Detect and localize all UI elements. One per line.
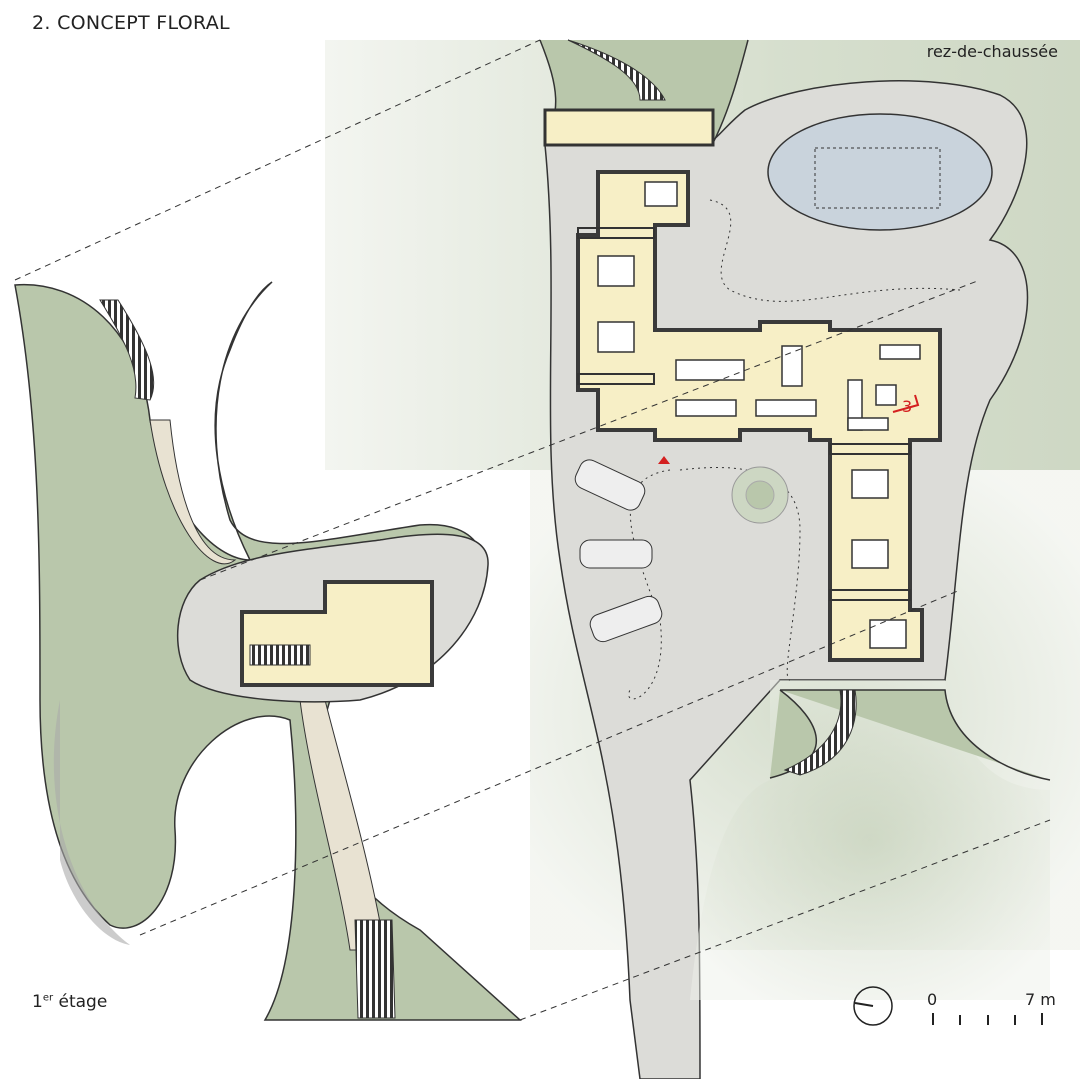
scale-bar: [932, 1013, 1043, 1025]
furniture: [597, 181, 921, 649]
page-title: 2. CONCEPT FLORAL: [32, 12, 230, 34]
ground-floor-plan: 3: [325, 39, 1080, 1079]
scale-start: 0: [927, 990, 938, 1009]
first-floor-plan: [14, 281, 522, 1021]
first-floor-label: 1er étage: [32, 992, 107, 1012]
floor-word: étage: [58, 992, 108, 1012]
stair: [99, 299, 155, 401]
entry-rooms: [543, 108, 715, 147]
stair: [354, 919, 396, 1019]
ground-floor-label: rez-de-chaussée: [926, 42, 1058, 61]
floor-suffix: er: [42, 992, 54, 1004]
entrance-marker-icon: [658, 456, 670, 464]
north-arrow-icon: [853, 986, 893, 1026]
scale-end: 7 m: [1025, 990, 1056, 1009]
parking-spaces: [574, 459, 663, 643]
projection-lines: [14, 39, 1051, 1021]
room-number: 3: [902, 397, 912, 416]
stair: [567, 39, 666, 101]
stair: [249, 644, 311, 666]
wardrobes: [577, 227, 911, 601]
pool: [767, 113, 993, 231]
floor-number: 1: [32, 992, 43, 1012]
stair: [783, 689, 857, 776]
